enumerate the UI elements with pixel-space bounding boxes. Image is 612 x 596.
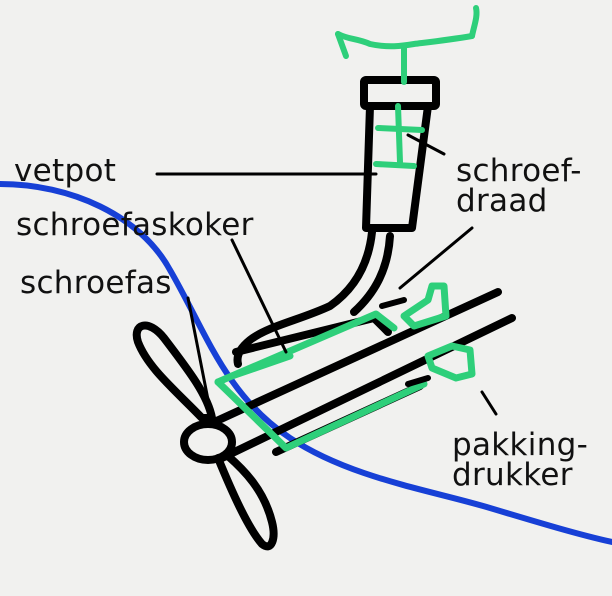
label-schroefdraad-line1: schroef- [456,153,582,189]
label-vetpot: vetpot [14,153,117,189]
label-pakkingdrukker-line1: pakking- [452,427,589,463]
propeller-blade-upper [132,321,216,422]
label-schroefas: schroefas [20,265,172,301]
leader-lines [155,133,498,422]
leader-pakkingdrukker [480,390,498,416]
leader-schroefas [186,296,214,422]
label-schroefaskoker: schroefaskoker [16,207,254,243]
propeller-blade-lower [214,452,278,551]
stern-tube-highlight [214,310,428,452]
leader-schroefdraad-lower [398,226,474,290]
label-pakkingdrukker-line2: drukker [452,457,573,493]
propeller [132,321,278,551]
grease-pipe [233,228,394,368]
label-schroefdraad-line2: draad [456,183,548,219]
leader-schroefaskoker [230,238,288,354]
packing-gland-outline [379,297,431,387]
leader-schroefdraad [406,133,446,156]
packing-gland [400,282,476,382]
grease-pot-plunger [335,5,480,169]
hull-line [0,181,612,545]
